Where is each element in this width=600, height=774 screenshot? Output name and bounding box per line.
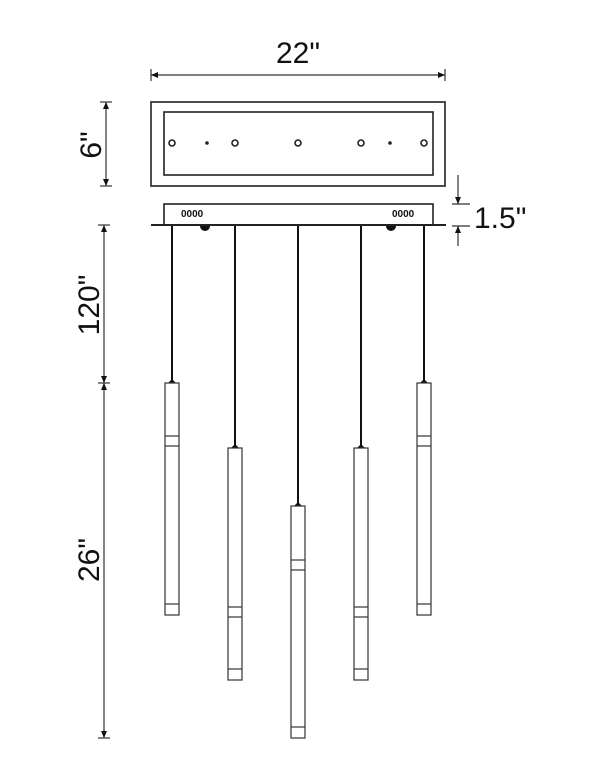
pendant-1 [164,226,180,616]
pendant-4 [353,226,369,681]
pendant-2 [227,226,243,681]
canopy-height-dimension: 6" [75,101,112,187]
plate-height-dimension: 1.5" [452,175,526,246]
mounting-plate: 0000 0000 [151,203,446,231]
canopy-height-label: 6" [75,131,108,158]
plate-label-right: 0000 [392,209,415,220]
pendant-5 [416,226,432,616]
pendant-drop-dimension: 26" [73,383,110,739]
canopy-top-view [150,101,446,187]
pendants [164,226,432,739]
plate-height-label: 1.5" [474,202,526,235]
plate-label-left: 0000 [181,209,204,220]
width-dimension: 22" [150,37,446,81]
width-label: 22" [276,37,320,70]
pendant-drop-label: 26" [73,538,106,582]
cord-length-dimension: 120" [73,224,110,384]
pendant-3 [290,226,306,739]
cord-length-label: 120" [73,275,106,336]
